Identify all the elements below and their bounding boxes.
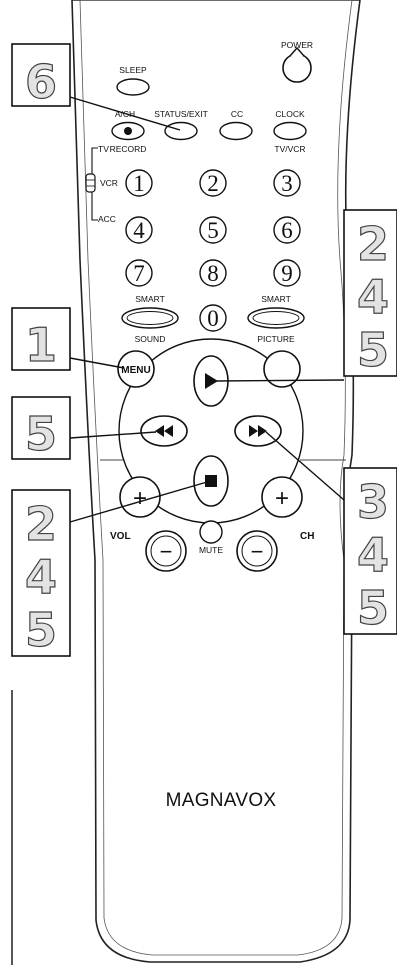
menu-button[interactable] bbox=[117, 350, 155, 388]
callout-6-label: 6 bbox=[25, 55, 57, 109]
smart-sound-button-inner bbox=[126, 311, 174, 325]
stop-icon bbox=[205, 475, 217, 487]
callout-ffwd-label-3: 5 bbox=[357, 581, 389, 635]
picture-button[interactable] bbox=[263, 350, 301, 388]
switch-vcr-label: VCR bbox=[100, 178, 118, 188]
ch-plus-button[interactable] bbox=[261, 476, 303, 518]
rewind-icon bbox=[155, 425, 173, 437]
smart-sound-bottom-label: SOUND bbox=[135, 334, 166, 344]
callout-5-pointer bbox=[69, 431, 157, 439]
callout-stop-label-2: 4 bbox=[25, 550, 57, 604]
number-0-label: 0 bbox=[207, 306, 219, 331]
vol-plus-label: + bbox=[133, 485, 147, 512]
number-5-button[interactable] bbox=[199, 216, 227, 244]
callout-stop-box bbox=[11, 489, 71, 657]
vol-minus-button[interactable] bbox=[145, 530, 187, 572]
sleep-button[interactable] bbox=[116, 78, 150, 96]
remote-body-inner bbox=[79, 0, 353, 956]
smart-picture-bottom-label: PICTURE bbox=[257, 334, 295, 344]
smart-picture-top-label: SMART bbox=[261, 294, 291, 304]
number-5-label: 5 bbox=[207, 218, 219, 243]
fast-forward-icon bbox=[249, 425, 267, 437]
smart-sound-button[interactable] bbox=[121, 307, 179, 329]
status-exit-button[interactable] bbox=[164, 121, 198, 141]
number-0-button[interactable] bbox=[199, 304, 227, 332]
status-exit-label: STATUS/EXIT bbox=[154, 109, 208, 119]
number-7-button[interactable] bbox=[125, 259, 153, 287]
number-4-button[interactable] bbox=[125, 216, 153, 244]
callout-6-box bbox=[11, 43, 71, 107]
number-6-label: 6 bbox=[281, 218, 293, 243]
number-3-button[interactable] bbox=[273, 169, 301, 197]
vol-minus-button-inner bbox=[150, 535, 182, 567]
number-1-button[interactable] bbox=[125, 169, 153, 197]
callout-ffwd-box bbox=[343, 467, 397, 635]
mute-button[interactable] bbox=[199, 520, 223, 544]
ch-minus-button[interactable] bbox=[236, 530, 278, 572]
callout-play-label-2: 4 bbox=[357, 270, 389, 324]
number-9-button[interactable] bbox=[273, 259, 301, 287]
smart-picture-button[interactable] bbox=[247, 307, 305, 329]
ch-label: CH bbox=[300, 531, 314, 542]
callout-ffwd-label-1: 3 bbox=[357, 475, 389, 529]
callout-stop-label-3: 5 bbox=[25, 603, 57, 657]
cc-button[interactable] bbox=[219, 121, 253, 141]
power-button-notch bbox=[289, 46, 305, 57]
smart-picture-button-inner bbox=[252, 311, 300, 325]
play-icon bbox=[205, 373, 218, 389]
switch-tv-label: TV bbox=[98, 144, 109, 154]
switch-acc-label: ACC bbox=[98, 214, 116, 224]
ch-minus-button-inner bbox=[241, 535, 273, 567]
callout-play-box bbox=[343, 209, 397, 377]
cc-label: CC bbox=[231, 109, 243, 119]
tv-vcr-label: TV/VCR bbox=[274, 144, 305, 154]
number-1-label: 1 bbox=[133, 171, 145, 196]
callout-1-label: 1 bbox=[25, 318, 57, 372]
menu-label: MENU bbox=[121, 365, 150, 376]
number-2-button[interactable] bbox=[199, 169, 227, 197]
number-2-label: 2 bbox=[207, 171, 219, 196]
ch-plus-label: + bbox=[275, 485, 289, 512]
callout-stop-label-1: 2 bbox=[25, 497, 57, 551]
callout-ffwd-pointer bbox=[265, 431, 345, 501]
callout-play-label-3: 5 bbox=[357, 323, 389, 377]
number-7-label: 7 bbox=[133, 261, 145, 286]
record-dot-icon bbox=[124, 127, 132, 135]
callout-6-pointer bbox=[59, 93, 181, 131]
record-label: RECORD bbox=[110, 144, 147, 154]
number-4-label: 4 bbox=[133, 218, 145, 243]
callout-5-label: 5 bbox=[25, 407, 57, 461]
vol-minus-label: − bbox=[160, 539, 173, 564]
clock-button[interactable] bbox=[273, 121, 307, 141]
number-9-label: 9 bbox=[281, 261, 293, 286]
callout-5-box bbox=[11, 396, 71, 460]
number-6-button[interactable] bbox=[273, 216, 301, 244]
callout-1-pointer bbox=[69, 357, 125, 369]
vol-plus-button[interactable] bbox=[119, 476, 161, 518]
smart-sound-top-label: SMART bbox=[135, 294, 165, 304]
number-8-label: 8 bbox=[207, 261, 219, 286]
number-8-button[interactable] bbox=[199, 259, 227, 287]
clock-label: CLOCK bbox=[275, 109, 305, 119]
mode-switch[interactable] bbox=[85, 147, 98, 221]
sleep-label: SLEEP bbox=[119, 65, 147, 75]
power-label: POWER bbox=[281, 40, 313, 50]
callout-play-pointer bbox=[215, 379, 345, 382]
callout-1-box bbox=[11, 307, 71, 371]
brand-logo-text: MAGNAVOX bbox=[166, 790, 277, 811]
callout-stop-pointer bbox=[69, 481, 208, 523]
number-pad: 1 2 3 4 5 6 7 8 9 0 bbox=[125, 169, 301, 332]
vol-label: VOL bbox=[110, 531, 131, 542]
number-3-label: 3 bbox=[281, 171, 293, 196]
callout-play-label-1: 2 bbox=[357, 217, 389, 271]
mute-label: MUTE bbox=[199, 545, 223, 555]
power-button[interactable] bbox=[282, 53, 312, 83]
ch-minus-label: − bbox=[251, 539, 264, 564]
callout-ffwd-label-2: 4 bbox=[357, 528, 389, 582]
